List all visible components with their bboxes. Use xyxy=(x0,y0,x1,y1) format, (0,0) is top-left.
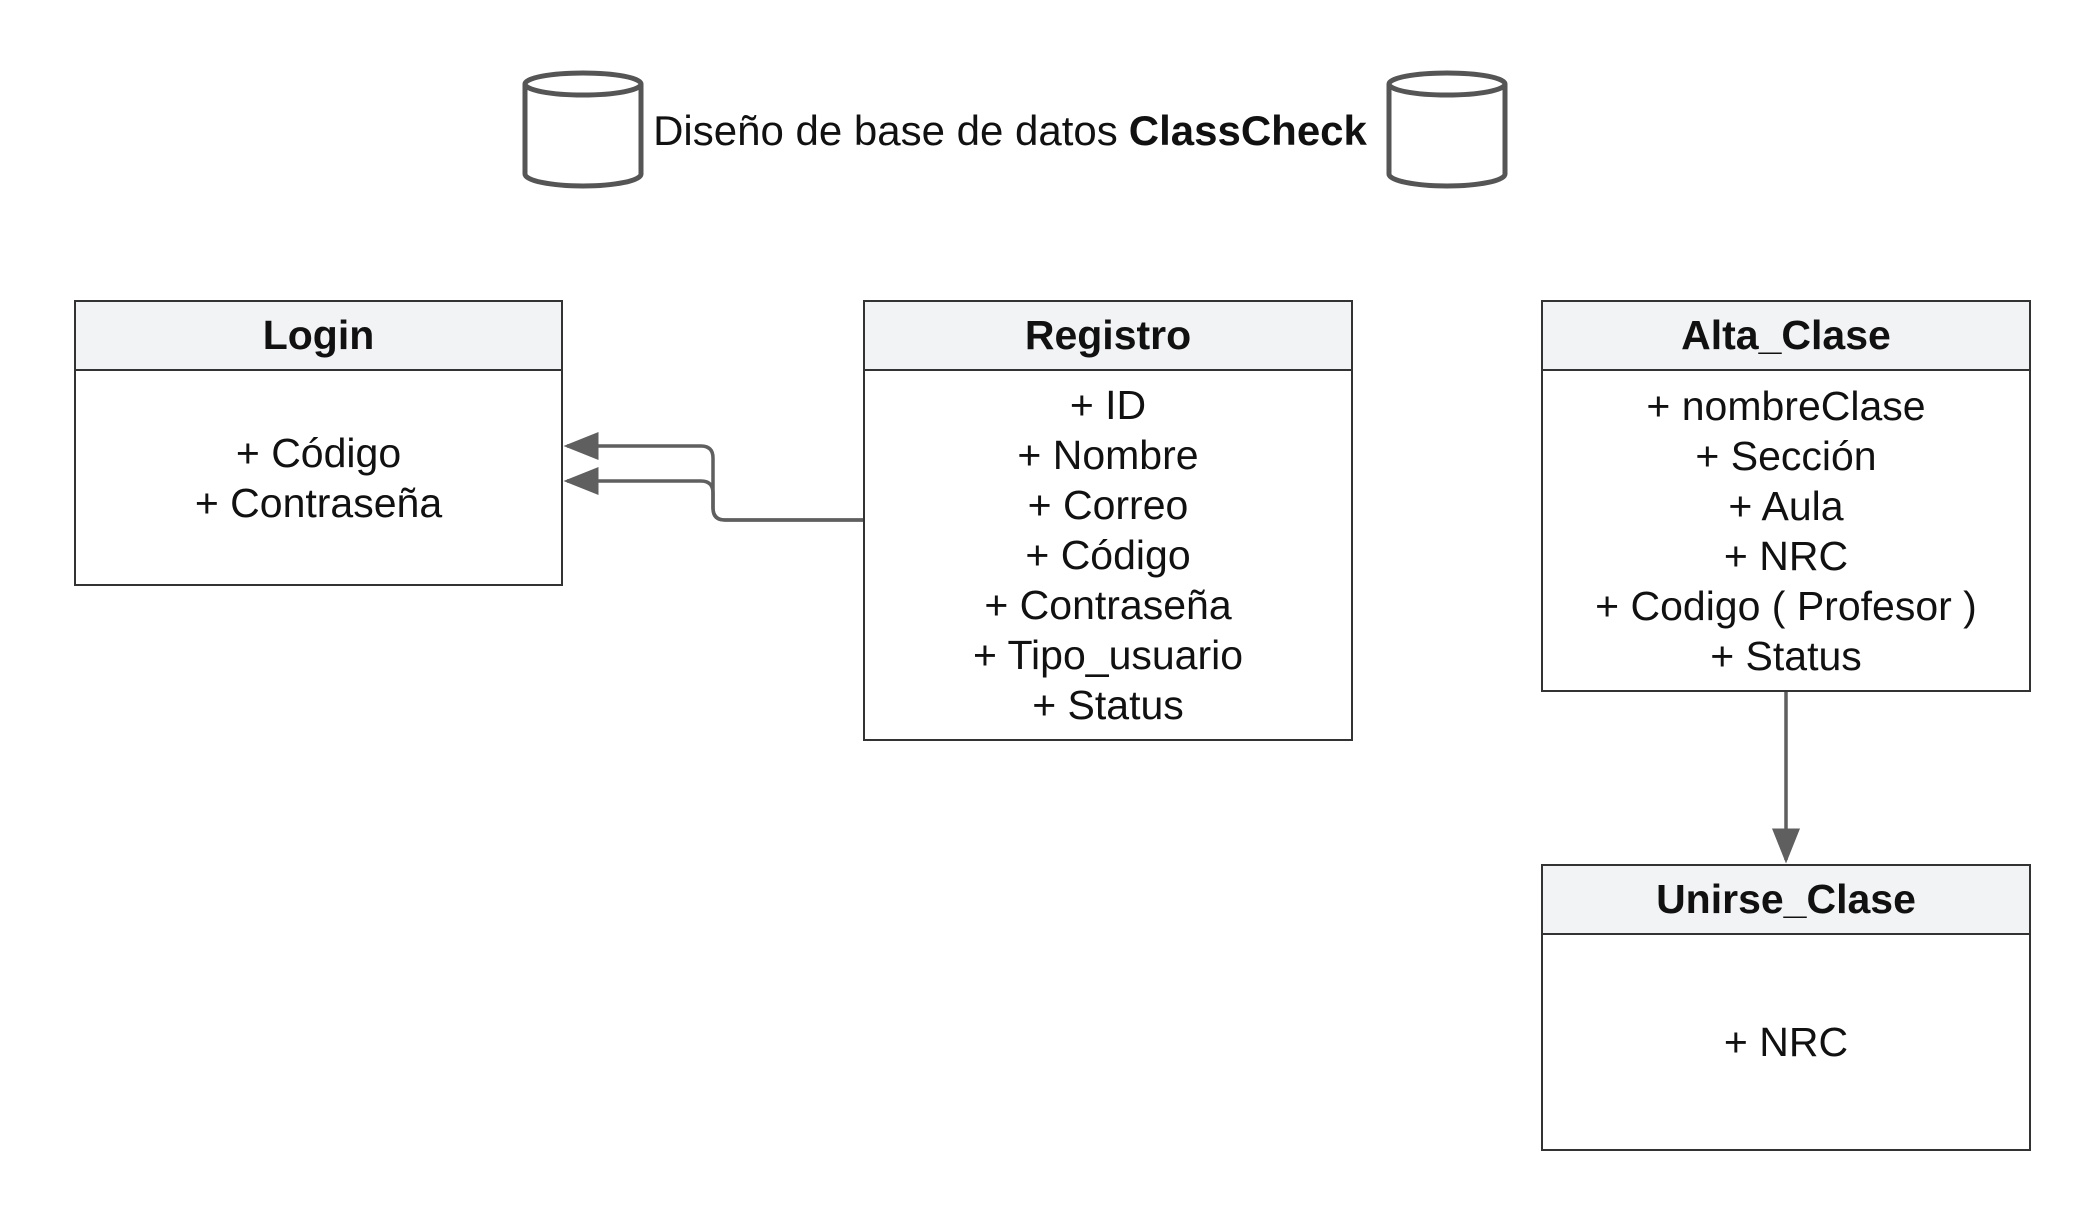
entity-header: Unirse_Clase xyxy=(1543,866,2029,935)
entity-field: + Código xyxy=(1025,532,1191,578)
entity-field: + Tipo_usuario xyxy=(972,632,1244,678)
entity-field: + Status xyxy=(1032,682,1184,728)
entity-field: + Aula xyxy=(1728,482,1844,529)
entity-header: Login xyxy=(76,302,561,371)
entity-field: + Contraseña xyxy=(194,479,443,526)
entity-field: + Contraseña xyxy=(984,582,1232,628)
entity-fields: + ID + Nombre + Correo + Código + Contra… xyxy=(865,371,1351,739)
connector-registro-to-login-codigo xyxy=(563,432,863,522)
entity-fields: + nombreClase + Sección + Aula + NRC + C… xyxy=(1543,371,2029,690)
title-prefix: Diseño de base de datos xyxy=(653,107,1118,154)
entity-registro[interactable]: Registro + ID + Nombre + Correo + Código… xyxy=(863,300,1353,741)
entity-login[interactable]: Login + Código + Contraseña xyxy=(74,300,563,586)
entity-field: + NRC xyxy=(1723,1019,1849,1065)
entity-field: + Sección xyxy=(1695,432,1877,479)
entity-fields: + Código + Contraseña xyxy=(76,371,561,584)
entity-header: Registro xyxy=(865,302,1351,371)
connector-registro-to-login-contrasena xyxy=(563,467,863,522)
entity-header: Alta_Clase xyxy=(1543,302,2029,371)
database-icon xyxy=(522,70,644,189)
title-bold: ClassCheck xyxy=(1128,107,1367,154)
entity-field: + Nombre xyxy=(1017,432,1199,478)
entity-alta-clase[interactable]: Alta_Clase + nombreClase + Sección + Aul… xyxy=(1541,300,2031,692)
diagram-title: Diseño de base de datos ClassCheck xyxy=(640,96,1380,166)
entity-field: + Status xyxy=(1710,632,1862,679)
entity-field: + Correo xyxy=(1027,482,1189,528)
entity-field: + Codigo ( Profesor ) xyxy=(1595,582,1977,629)
database-icon xyxy=(1386,70,1508,189)
entity-unirse-clase[interactable]: Unirse_Clase + NRC xyxy=(1541,864,2031,1151)
entity-field: + nombreClase xyxy=(1646,382,1926,429)
entity-field: + Código xyxy=(235,429,402,476)
entity-field: + NRC xyxy=(1723,532,1849,579)
entity-fields: + NRC xyxy=(1543,935,2029,1149)
entity-field: + ID xyxy=(1069,382,1147,428)
